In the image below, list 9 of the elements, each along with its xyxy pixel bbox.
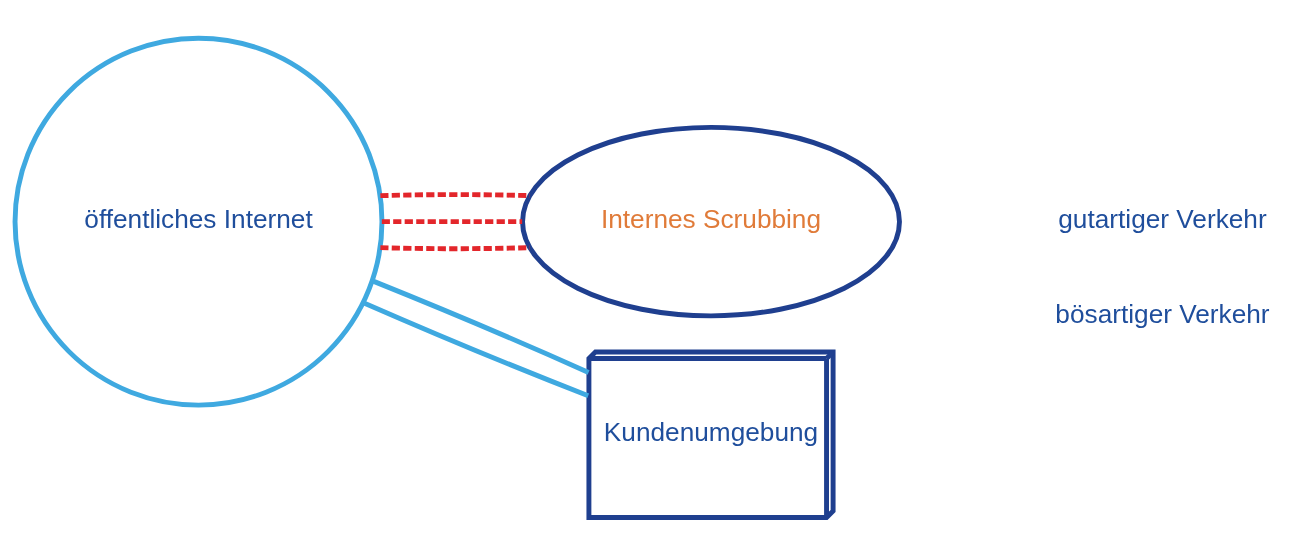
node-circle: öffentliches Internet: [12, 35, 385, 408]
connector: [362, 300, 590, 398]
connector: [380, 245, 530, 252]
node-ellipse: Internes Scrubbing: [520, 124, 902, 319]
connector: [371, 278, 590, 375]
connector: [380, 192, 530, 199]
legend-label: bösartiger Verkehr: [1055, 298, 1270, 329]
connector: [381, 219, 523, 225]
legend-label: gutartiger Verkehr: [1058, 203, 1267, 234]
